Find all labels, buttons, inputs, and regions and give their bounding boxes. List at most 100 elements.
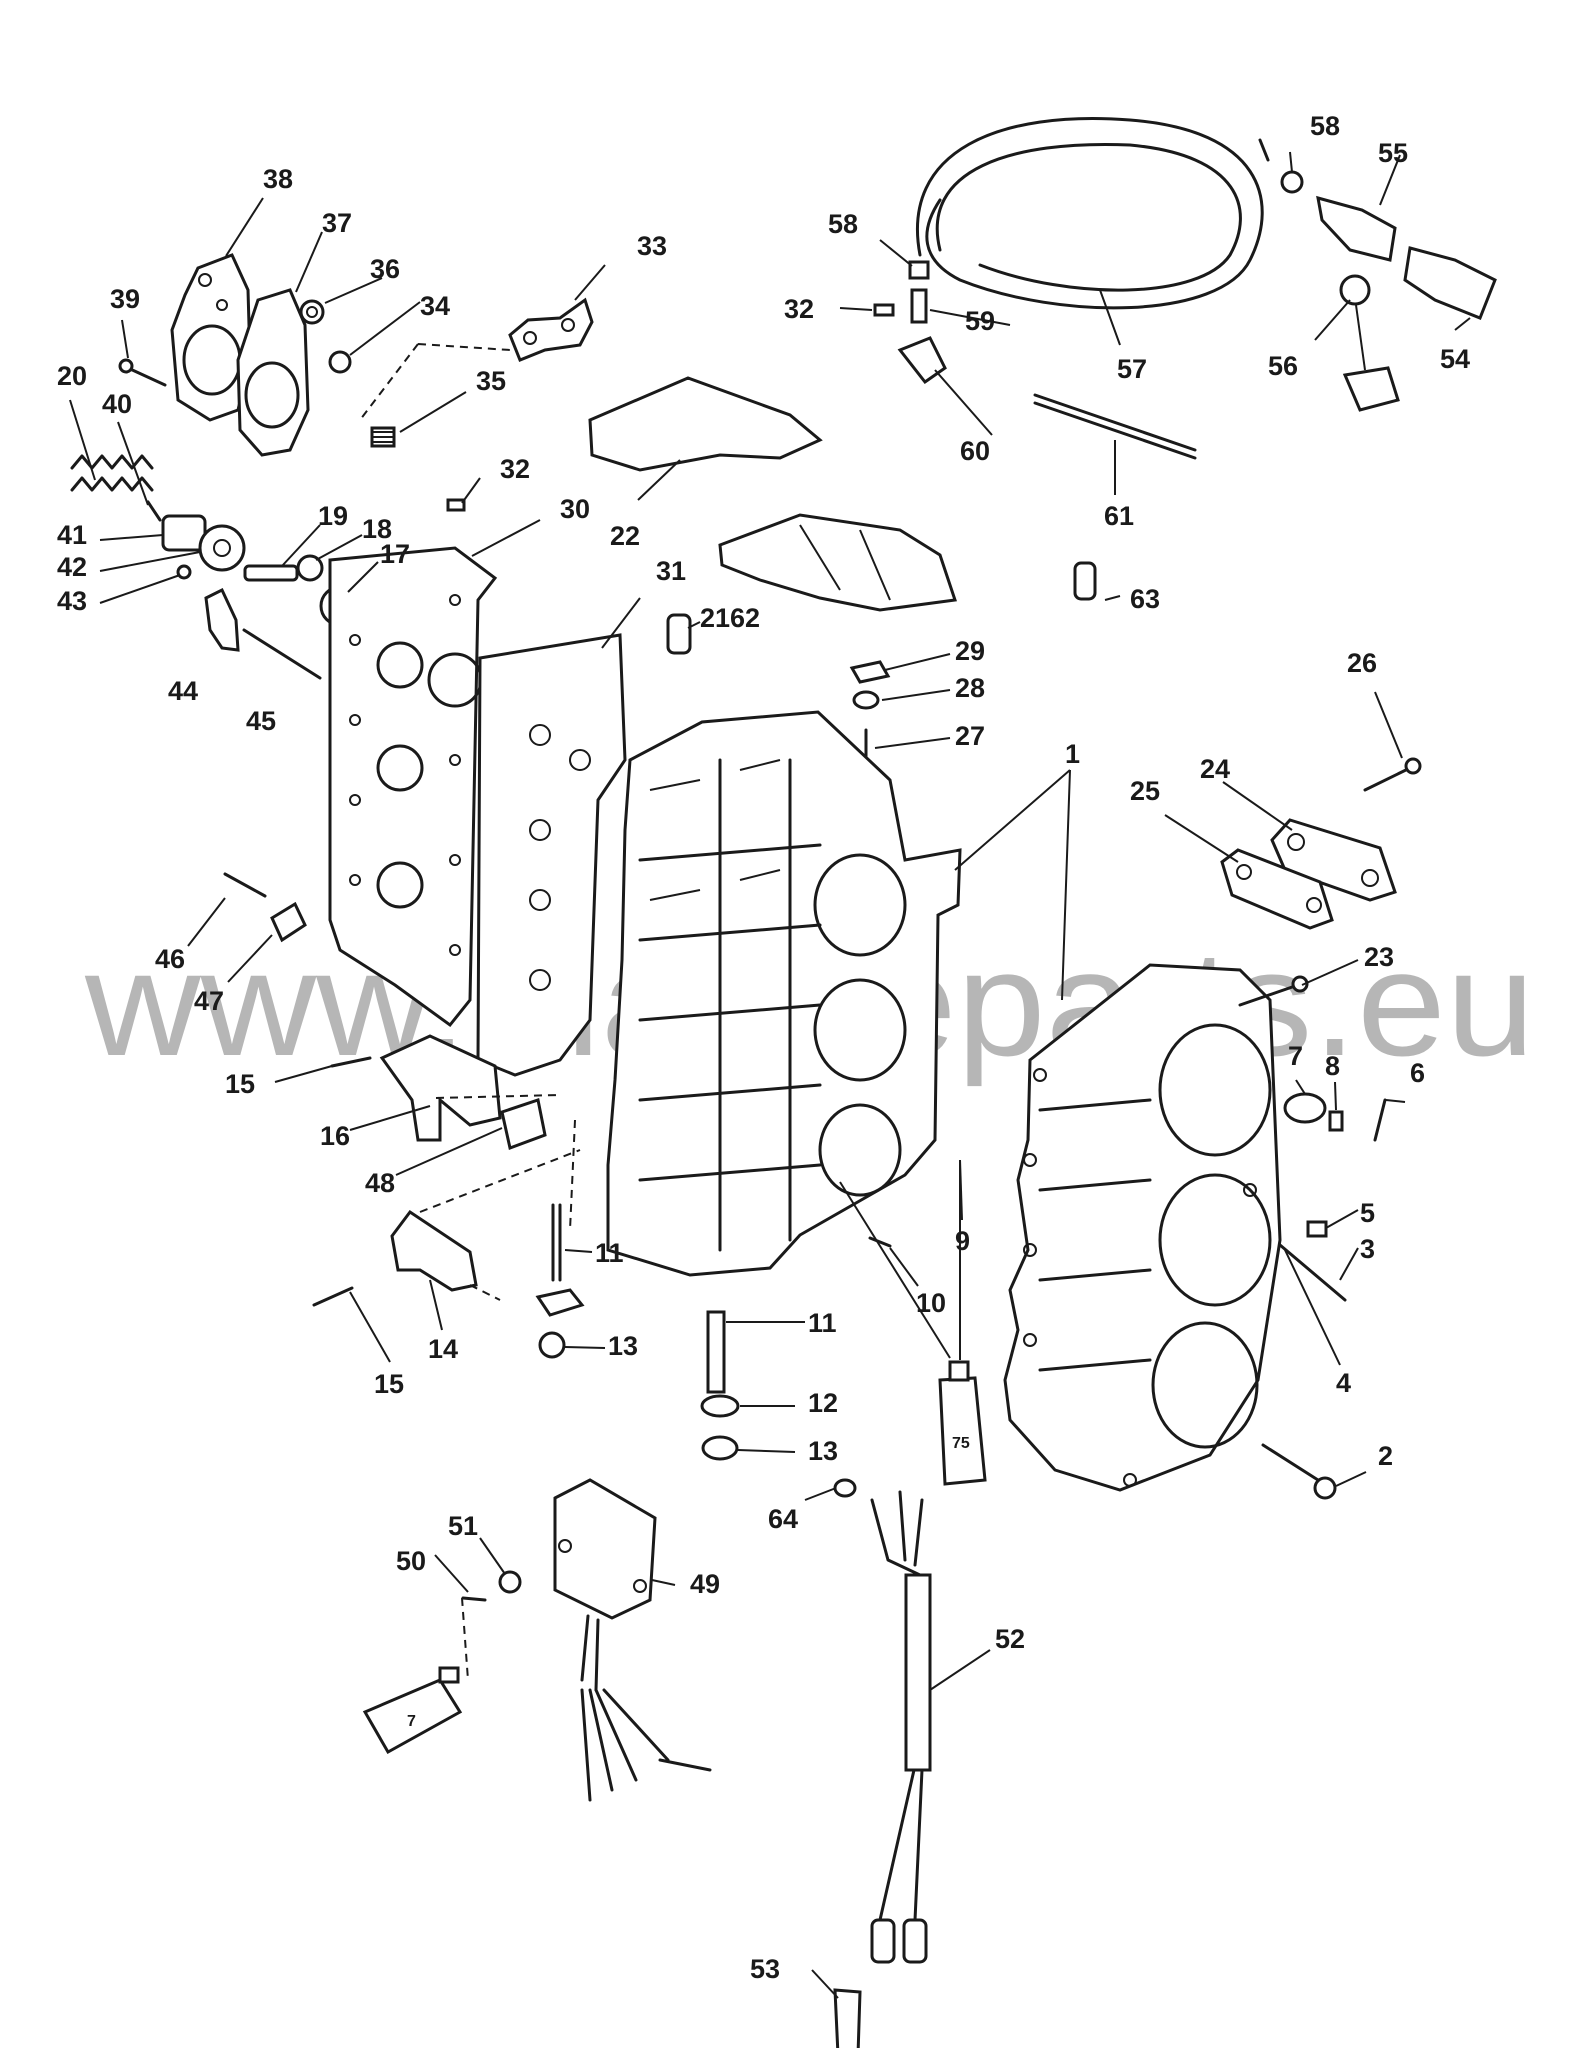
callout-8: 8: [1325, 1051, 1340, 1081]
callout-42: 42: [57, 552, 87, 582]
terminal-cap-53: [833, 1988, 862, 2048]
washer-34: [328, 350, 352, 374]
callout-25: 25: [1130, 776, 1160, 806]
callout-36: 36: [370, 254, 400, 284]
callout-22: 22: [610, 521, 640, 551]
clip-32: [446, 498, 466, 512]
callout-64: 64: [768, 1504, 798, 1534]
callout-47: 47: [194, 986, 224, 1016]
callout-59: 59: [965, 306, 995, 336]
washer-28: [852, 690, 880, 710]
callout-55: 55: [1378, 138, 1408, 168]
callout-14: 14: [428, 1334, 458, 1364]
callout-33: 33: [637, 231, 667, 261]
callout-60: 60: [960, 436, 990, 466]
callout-19: 19: [318, 501, 348, 531]
clamp-56: [1339, 274, 1400, 412]
callout-58-left: 58: [828, 209, 858, 239]
washer-64: [833, 1478, 857, 1498]
callout-2162: 2162: [700, 603, 760, 633]
screw-45: [242, 628, 322, 680]
callout-16: 16: [320, 1121, 350, 1151]
elbow-60: [897, 336, 947, 385]
tube-label-7: 7: [407, 1713, 416, 1730]
screw-50: [461, 1596, 487, 1602]
callout-39: 39: [110, 284, 140, 314]
hose-57: [916, 117, 1270, 310]
screw-15-b: [312, 1286, 354, 1307]
callout-53: 53: [750, 1954, 780, 1984]
stud-11-a: [551, 1203, 562, 1282]
nut-13-b: [701, 1435, 739, 1461]
dowel-63: [1073, 561, 1097, 601]
plug-36: [299, 299, 325, 325]
callout-9: 9: [955, 1226, 970, 1256]
fitting-58-right: [1280, 170, 1304, 194]
screw-15-a: [330, 1056, 372, 1068]
clip-47: [270, 901, 307, 943]
callout-49: 49: [690, 1569, 720, 1599]
callout-48: 48: [365, 1168, 395, 1198]
gear-42: [198, 524, 246, 572]
tube-label-75: 75: [952, 1435, 970, 1452]
harness-52: [870, 1490, 932, 1964]
callout-45: 45: [246, 706, 276, 736]
callout-54: 54: [1440, 344, 1470, 374]
callout-57: 57: [1117, 354, 1147, 384]
callout-50: 50: [396, 1546, 426, 1576]
quick-connector-54: [1403, 246, 1497, 320]
callout-34: 34: [420, 291, 450, 321]
callout-43: 43: [57, 586, 87, 616]
callout-40: 40: [102, 389, 132, 419]
spring-35: [370, 426, 396, 448]
bolt-46: [223, 872, 267, 898]
bypass-cover-30: [328, 546, 498, 1028]
callout-35: 35: [476, 366, 506, 396]
connector-55: [1316, 195, 1397, 262]
fitting-59: [910, 288, 928, 324]
screw-3: [1278, 1243, 1347, 1302]
dashed-lines-lower: [419, 1094, 581, 1231]
callout-38: 38: [263, 164, 293, 194]
valve-body-41: [161, 514, 207, 552]
dashed-line-33: [359, 343, 511, 421]
washer-12: [700, 1394, 740, 1418]
pin-10: [868, 1236, 892, 1248]
callout-15-upper: 15: [225, 1069, 255, 1099]
callout-23: 23: [1364, 942, 1394, 972]
cover-24: [1270, 818, 1397, 902]
callout-44: 44: [168, 676, 198, 706]
pin-6: [1373, 1098, 1387, 1142]
screw-2: [1261, 1443, 1337, 1500]
bushing-18: [296, 554, 324, 582]
callout-28: 28: [955, 673, 985, 703]
callout-56: 56: [1268, 351, 1298, 381]
callout-12: 12: [808, 1388, 838, 1418]
callout-2: 2: [1378, 1441, 1393, 1471]
callout-18: 18: [362, 514, 392, 544]
plate-11-a: [535, 1288, 585, 1317]
bushing-7: [1283, 1092, 1327, 1124]
callout-4: 4: [1336, 1368, 1351, 1398]
bracket-14: [390, 1209, 478, 1292]
callout-58-right: 58: [1310, 111, 1340, 141]
callout-13-lower: 13: [808, 1436, 838, 1466]
block-48: [500, 1098, 547, 1151]
deflector-plate: [718, 513, 957, 612]
callout-61: 61: [1104, 501, 1134, 531]
exhaust-cover-gasket: [236, 288, 310, 457]
callout-63: 63: [1130, 584, 1160, 614]
callout-32-right: 32: [784, 294, 814, 324]
screw-39: [118, 358, 167, 387]
callout-17: 17: [380, 539, 410, 569]
callout-52: 52: [995, 1624, 1025, 1654]
callout-10: 10: [916, 1288, 946, 1318]
callout-32-left: 32: [500, 454, 530, 484]
callout-26: 26: [1347, 648, 1377, 678]
bracket-33: [508, 297, 594, 362]
screw-32-b: [873, 303, 895, 317]
callout-15-lower: 15: [374, 1369, 404, 1399]
dashed-lines-misc: [461, 1284, 501, 1681]
